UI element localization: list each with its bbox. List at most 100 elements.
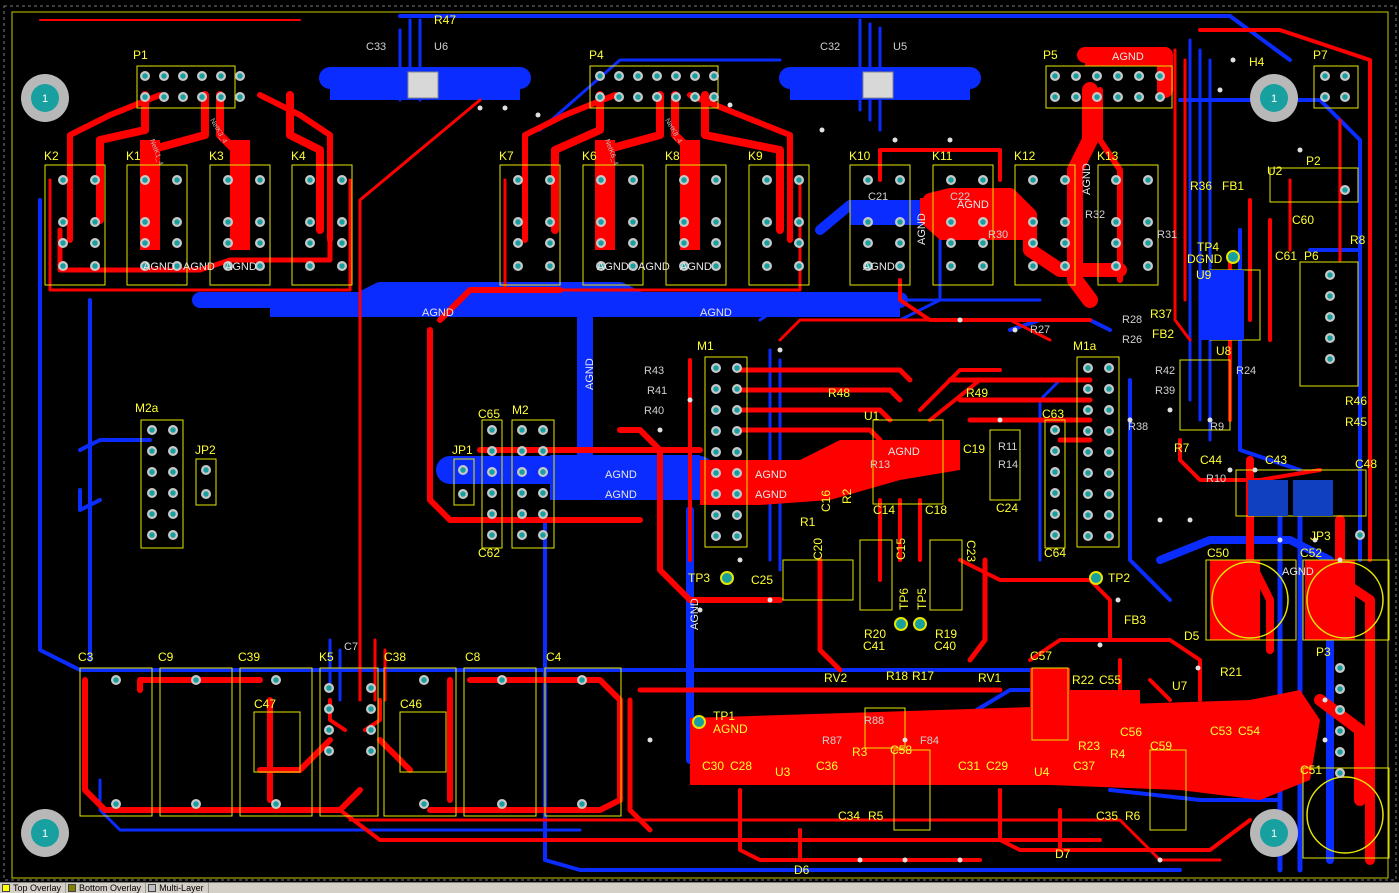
net-agnd-7: AGND (888, 446, 920, 458)
lbl-c34: C34 (838, 809, 860, 823)
pad-drill-hole (1322, 94, 1328, 100)
pad-drill-hole (1052, 427, 1058, 433)
lbl-r41: R41 (647, 385, 667, 397)
pad-drill-hole (1073, 73, 1079, 79)
pad-drill-hole (203, 467, 209, 473)
lbl-r7: R7 (1174, 441, 1190, 455)
lbl-c9: C9 (158, 650, 174, 664)
lbl-u4: U4 (1034, 765, 1050, 779)
pad-drill-hole (547, 219, 553, 225)
lbl-m1: M1 (697, 339, 714, 353)
pad-drill-hole (326, 685, 332, 691)
pad-drill-hole (980, 219, 986, 225)
pad-drill-hole (713, 219, 719, 225)
pad-drill-hole (597, 73, 603, 79)
via (687, 397, 693, 403)
pad-drill-hole (1073, 94, 1079, 100)
net-agnd-6: AGND (755, 489, 787, 501)
lbl-r23: R23 (1078, 739, 1100, 753)
lbl-c65: C65 (478, 407, 500, 421)
pad-drill-hole (174, 263, 180, 269)
pad-drill-hole (948, 219, 954, 225)
pad-drill-hole (489, 469, 495, 475)
lbl-p7: P7 (1313, 48, 1328, 62)
lbl-r8: R8 (1350, 233, 1366, 247)
pad-drill-hole (711, 94, 717, 100)
lbl-r6: R6 (1125, 809, 1141, 823)
pad-drill-hole (1337, 665, 1343, 671)
lbl-c51: C51 (1300, 763, 1322, 777)
pad-drill-hole (1145, 263, 1151, 269)
mounting-holes[interactable] (21, 74, 1298, 857)
pad-drill-hole (339, 219, 345, 225)
pad-drill-hole (92, 263, 98, 269)
lbl-k12: K12 (1014, 149, 1036, 163)
net-agnd-16: AGND (863, 261, 895, 273)
pad-drill-hole (149, 490, 155, 496)
pad-drill-hole (218, 73, 224, 79)
electrolytic-cap-outlines (1211, 561, 1384, 854)
pad-drill-hole (1085, 533, 1091, 539)
lbl-c54: C54 (1238, 724, 1260, 738)
lbl-m2: M2 (512, 403, 529, 417)
pad-drill-hole (1085, 428, 1091, 434)
top-overlay-swatch-icon (2, 884, 10, 892)
lbl-c55: C55 (1099, 673, 1121, 687)
pad-drill-hole (60, 263, 66, 269)
lbl-c39: C39 (238, 650, 260, 664)
lbl-r30: R30 (988, 229, 1008, 241)
net-agnd-20: AGND (916, 213, 928, 245)
pad-drill-hole (257, 219, 263, 225)
via (1187, 517, 1193, 523)
lbl-r20: R20 (864, 627, 886, 641)
lbl-c25: C25 (751, 573, 773, 587)
lbl-r40: R40 (644, 405, 664, 417)
pad-drill-hole (1106, 386, 1112, 392)
pad-drill-hole (368, 685, 374, 691)
pad-drill-hole (1085, 449, 1091, 455)
pad-drill-hole (1030, 177, 1036, 183)
pad-drill-hole (489, 490, 495, 496)
pad-drill-hole (711, 73, 717, 79)
lbl-fb2: FB2 (1152, 327, 1174, 341)
pad-drill-hole (865, 219, 871, 225)
pad-drill-hole (598, 177, 604, 183)
component-pads[interactable] (58, 71, 1365, 809)
test-points[interactable] (692, 250, 1240, 729)
bottom-overlay-swatch-icon (68, 884, 77, 892)
pad-drill-hole (161, 94, 167, 100)
pad-drill-hole (865, 177, 871, 183)
pad-drill-hole (630, 240, 636, 246)
pad-drill-hole (897, 219, 903, 225)
via (1230, 57, 1236, 63)
via (1337, 557, 1343, 563)
net-agnd-17: AGND (1282, 566, 1314, 578)
pad-drill-hole (692, 94, 698, 100)
pad-drill-hole (1337, 770, 1343, 776)
via (1097, 642, 1103, 648)
lbl-r36: R36 (1190, 179, 1212, 193)
pad-drill-hole (113, 677, 119, 683)
pad-drill-hole (980, 263, 986, 269)
lbl-c21: C21 (868, 191, 888, 203)
via (1252, 467, 1258, 473)
net-agnd-3: AGND (605, 469, 637, 481)
pad-drill-hole (1106, 428, 1112, 434)
pad-drill-hole (174, 177, 180, 183)
lbl-r21: R21 (1220, 665, 1242, 679)
lbl-p3: P3 (1316, 645, 1331, 659)
lbl-c8: C8 (465, 650, 481, 664)
pad-drill-hole (713, 428, 719, 434)
net-agnd-8: AGND (1112, 51, 1144, 63)
pad-drill-hole (489, 427, 495, 433)
lbl-r5: R5 (868, 809, 884, 823)
board-keepout (3, 5, 1397, 881)
pad-drill-hole (1337, 728, 1343, 734)
lbl-c48: C48 (1355, 457, 1377, 471)
pad-drill-hole (796, 219, 802, 225)
pad-drill-hole (326, 706, 332, 712)
via (1277, 537, 1283, 543)
pad-drill-hole (60, 177, 66, 183)
